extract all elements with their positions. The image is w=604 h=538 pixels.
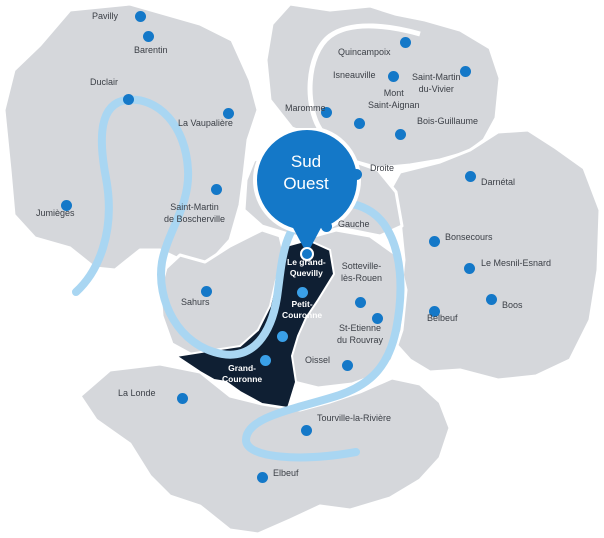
city-label-boos: Boos <box>502 300 523 310</box>
region-east <box>388 128 602 382</box>
city-label-grand-couronne: Grand- Couronne <box>222 363 263 384</box>
city-marker-sotteville-l-s-rouen[interactable] <box>354 296 366 308</box>
city-marker-tourville-la-rivi-re[interactable] <box>300 424 312 436</box>
city-label-bois-guillaume: Bois-Guillaume <box>417 116 479 126</box>
city-marker-boos[interactable] <box>485 293 497 305</box>
city-marker-oissel[interactable] <box>341 359 353 371</box>
city-marker-belbeuf[interactable] <box>428 305 440 317</box>
city-label-saint-martin-de-boscherville: Saint-Martin de Boscherville <box>164 202 226 224</box>
city-label-barentin: Barentin <box>134 45 168 55</box>
city-marker-la-vaupali-re[interactable] <box>222 107 234 119</box>
city-marker-mont-saint-aignan[interactable] <box>353 117 365 129</box>
city-label-duclair: Duclair <box>90 77 119 87</box>
city-marker-isneauville[interactable] <box>387 70 399 82</box>
city-marker-petit-couronne[interactable] <box>276 330 288 342</box>
city-label-oissel: Oissel <box>305 355 331 365</box>
city-label-gauche: Gauche <box>338 219 370 229</box>
city-label-maromme: Maromme <box>285 103 326 113</box>
city-label-belbeuf: Belbeuf <box>427 313 458 323</box>
city-label-tourville-la-rivi-re: Tourville-la-Rivière <box>317 413 392 423</box>
city-label-le-grand-quevilly: Le grand- Quevilly <box>287 257 326 278</box>
river-loop-north <box>307 23 421 134</box>
city-label-jumi-ges: Jumièges <box>36 208 75 218</box>
city-marker-st-etienne-du-rouvray[interactable] <box>371 312 383 324</box>
city-label-droite: Droite <box>370 163 395 173</box>
city-marker-le-mesnil-esnard[interactable] <box>463 262 475 274</box>
city-marker-bonsecours[interactable] <box>428 235 440 247</box>
city-marker-bois-guillaume[interactable] <box>394 128 406 140</box>
city-label-la-vaupali-re: La Vaupalière <box>178 118 233 128</box>
city-label-le-mesnil-esnard: Le Mesnil-Esnard <box>481 258 552 268</box>
city-label-petit-couronne: Petit- Couronne <box>282 299 323 320</box>
city-label-st-etienne-du-rouvray: St-Etienne du Rouvray <box>337 323 384 345</box>
city-marker-jumi-ges[interactable] <box>60 199 72 211</box>
city-label-sotteville-l-s-rouen: Sotteville- lès-Rouen <box>341 261 383 283</box>
city-label-bonsecours: Bonsecours <box>445 232 493 242</box>
city-marker-barentin[interactable] <box>142 30 154 42</box>
city-label-isneauville: Isneauville <box>333 70 376 80</box>
region-north-west <box>2 2 260 272</box>
city-marker-maromme[interactable] <box>320 106 332 118</box>
city-marker-darn-tal[interactable] <box>464 170 476 182</box>
sud-ouest-zone <box>173 238 336 410</box>
city-label-mont-saint-aignan: Mont Saint-Aignan <box>368 88 420 110</box>
city-marker-duclair[interactable] <box>122 93 134 105</box>
city-marker-pavilly[interactable] <box>134 10 146 22</box>
city-marker-saint-martin-du-vivier[interactable] <box>459 65 471 77</box>
city-marker-sahurs[interactable] <box>200 285 212 297</box>
city-marker-la-londe[interactable] <box>176 392 188 404</box>
city-label-elbeuf: Elbeuf <box>273 468 299 478</box>
city-label-la-londe: La Londe <box>118 388 156 398</box>
city-label-darn-tal: Darnétal <box>481 177 516 187</box>
city-label-quincampoix: Quincampoix <box>338 47 391 57</box>
city-marker-le-grand-quevilly[interactable] <box>296 286 308 298</box>
sud-ouest-pin-marker[interactable] <box>251 128 363 264</box>
city-marker-droite[interactable] <box>350 168 362 180</box>
city-marker-gauche[interactable] <box>320 220 332 232</box>
city-label-saint-martin-du-vivier: Saint-Martin du-Vivier <box>412 72 461 94</box>
city-marker-saint-martin-de-boscherville[interactable] <box>210 183 222 195</box>
city-label-sahurs: Sahurs <box>181 297 210 307</box>
pin-label: Sud Ouest <box>283 152 329 193</box>
city-marker-elbeuf[interactable] <box>256 471 268 483</box>
city-marker-grand-couronne[interactable] <box>259 354 271 366</box>
city-marker-quincampoix[interactable] <box>399 36 411 48</box>
city-label-pavilly: Pavilly <box>92 11 119 21</box>
